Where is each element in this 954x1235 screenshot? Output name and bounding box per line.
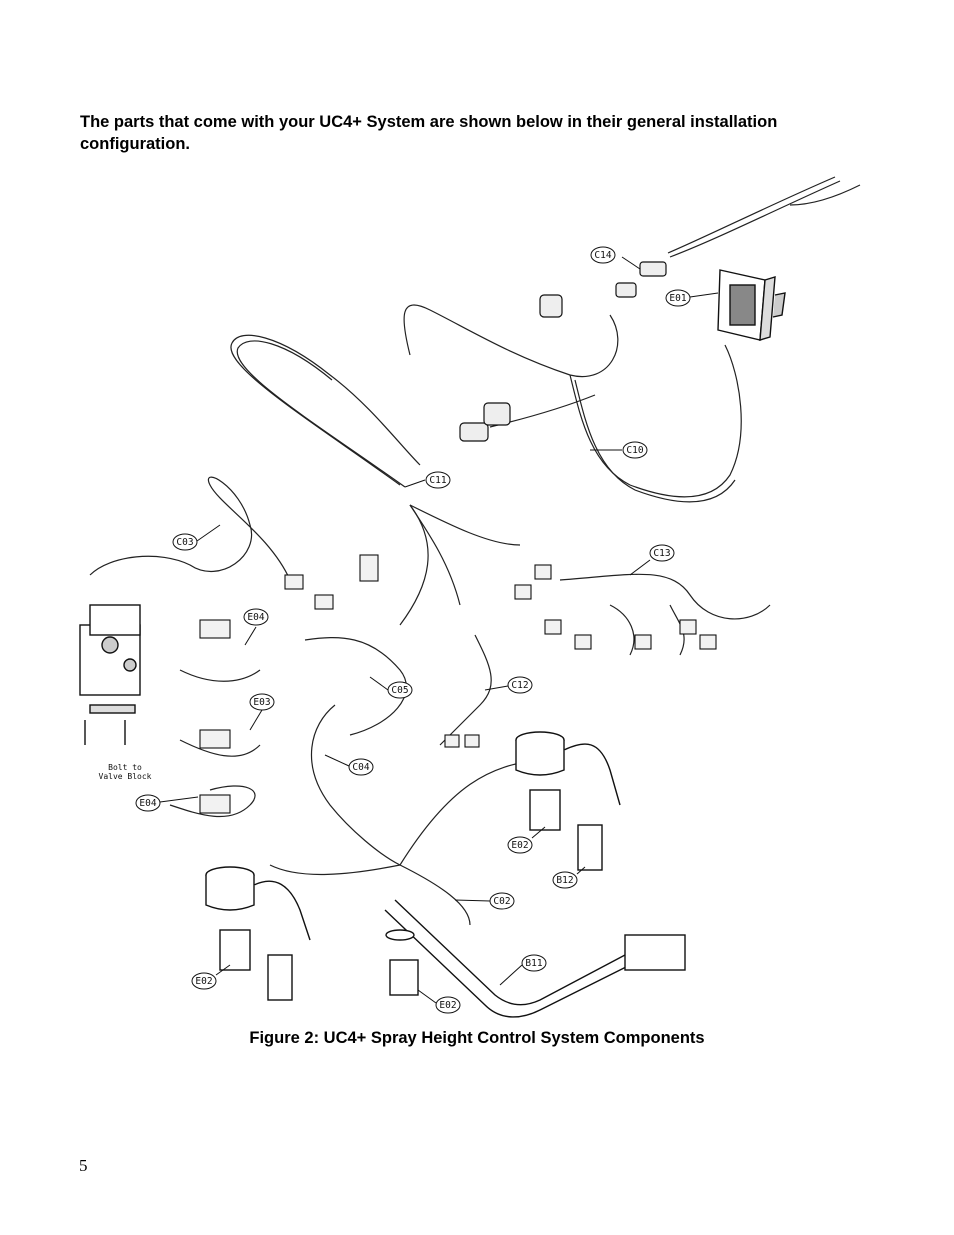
round-connector xyxy=(459,294,563,442)
c05-cable xyxy=(304,637,407,736)
callout-e01: E01 xyxy=(669,293,686,304)
callout-e03: E03 xyxy=(253,697,270,708)
callout-c05: C05 xyxy=(391,685,408,696)
callout-c11: C11 xyxy=(429,475,446,486)
callout-c03: C03 xyxy=(176,537,193,548)
harness-upper xyxy=(403,304,619,378)
c03-cable xyxy=(89,476,291,581)
component-diagram: C14 E01 C10 C11 C03 C13 E04 C12 C05 E03 … xyxy=(79,176,861,1018)
sensor-assembly-left xyxy=(205,866,311,1001)
callout-e04-top: E04 xyxy=(247,612,264,623)
callout-e02-bottom: E02 xyxy=(439,1000,456,1011)
e03-loop xyxy=(179,739,261,757)
callout-e02-left: E02 xyxy=(195,976,212,987)
valve-block xyxy=(79,604,141,745)
valve-note-line2: Valve Block xyxy=(99,772,152,781)
harness-fan-3 xyxy=(399,504,429,626)
callout-c10: C10 xyxy=(626,445,643,456)
e04-bottom-loop xyxy=(169,785,256,818)
sensor-cable xyxy=(667,176,841,258)
e04-top-loop xyxy=(179,669,261,682)
small-connectors xyxy=(199,554,717,814)
control-box-e01 xyxy=(717,269,786,341)
c10-harness xyxy=(569,344,742,498)
valve-note-line1: Bolt to xyxy=(108,763,142,772)
callout-c04: C04 xyxy=(352,762,369,773)
callout-b12: B12 xyxy=(556,875,573,886)
c04-cable xyxy=(310,704,401,866)
sensor-assembly-right xyxy=(515,731,621,871)
callout-c02: C02 xyxy=(493,896,510,907)
page-number: 5 xyxy=(79,1156,88,1175)
harness-fan-2 xyxy=(409,504,521,546)
connector-c14 xyxy=(615,261,667,298)
callout-b11: B11 xyxy=(525,958,542,969)
sensor-cable-branch xyxy=(789,184,861,206)
c10-harness-2 xyxy=(574,379,736,503)
callout-c12: C12 xyxy=(511,680,528,691)
intro-paragraph: The parts that come with your UC4+ Syste… xyxy=(80,113,778,153)
sensor-assembly-bottom xyxy=(385,929,419,996)
callout-c14: C14 xyxy=(594,250,611,261)
callout-c13: C13 xyxy=(653,548,670,559)
c12-cable xyxy=(439,634,492,746)
lower-cable xyxy=(269,864,471,926)
harness-fan-1 xyxy=(409,504,461,606)
callout-e04-bottom: E04 xyxy=(139,798,156,809)
figure-caption: Figure 2: UC4+ Spray Height Control Syst… xyxy=(249,1029,705,1047)
c11-cable-loop xyxy=(230,334,421,486)
boom-pipe-b11 xyxy=(384,899,686,1018)
c13-harness xyxy=(559,573,771,620)
c11-cable-loop-2 xyxy=(236,340,406,488)
callout-e02-right: E02 xyxy=(511,840,528,851)
